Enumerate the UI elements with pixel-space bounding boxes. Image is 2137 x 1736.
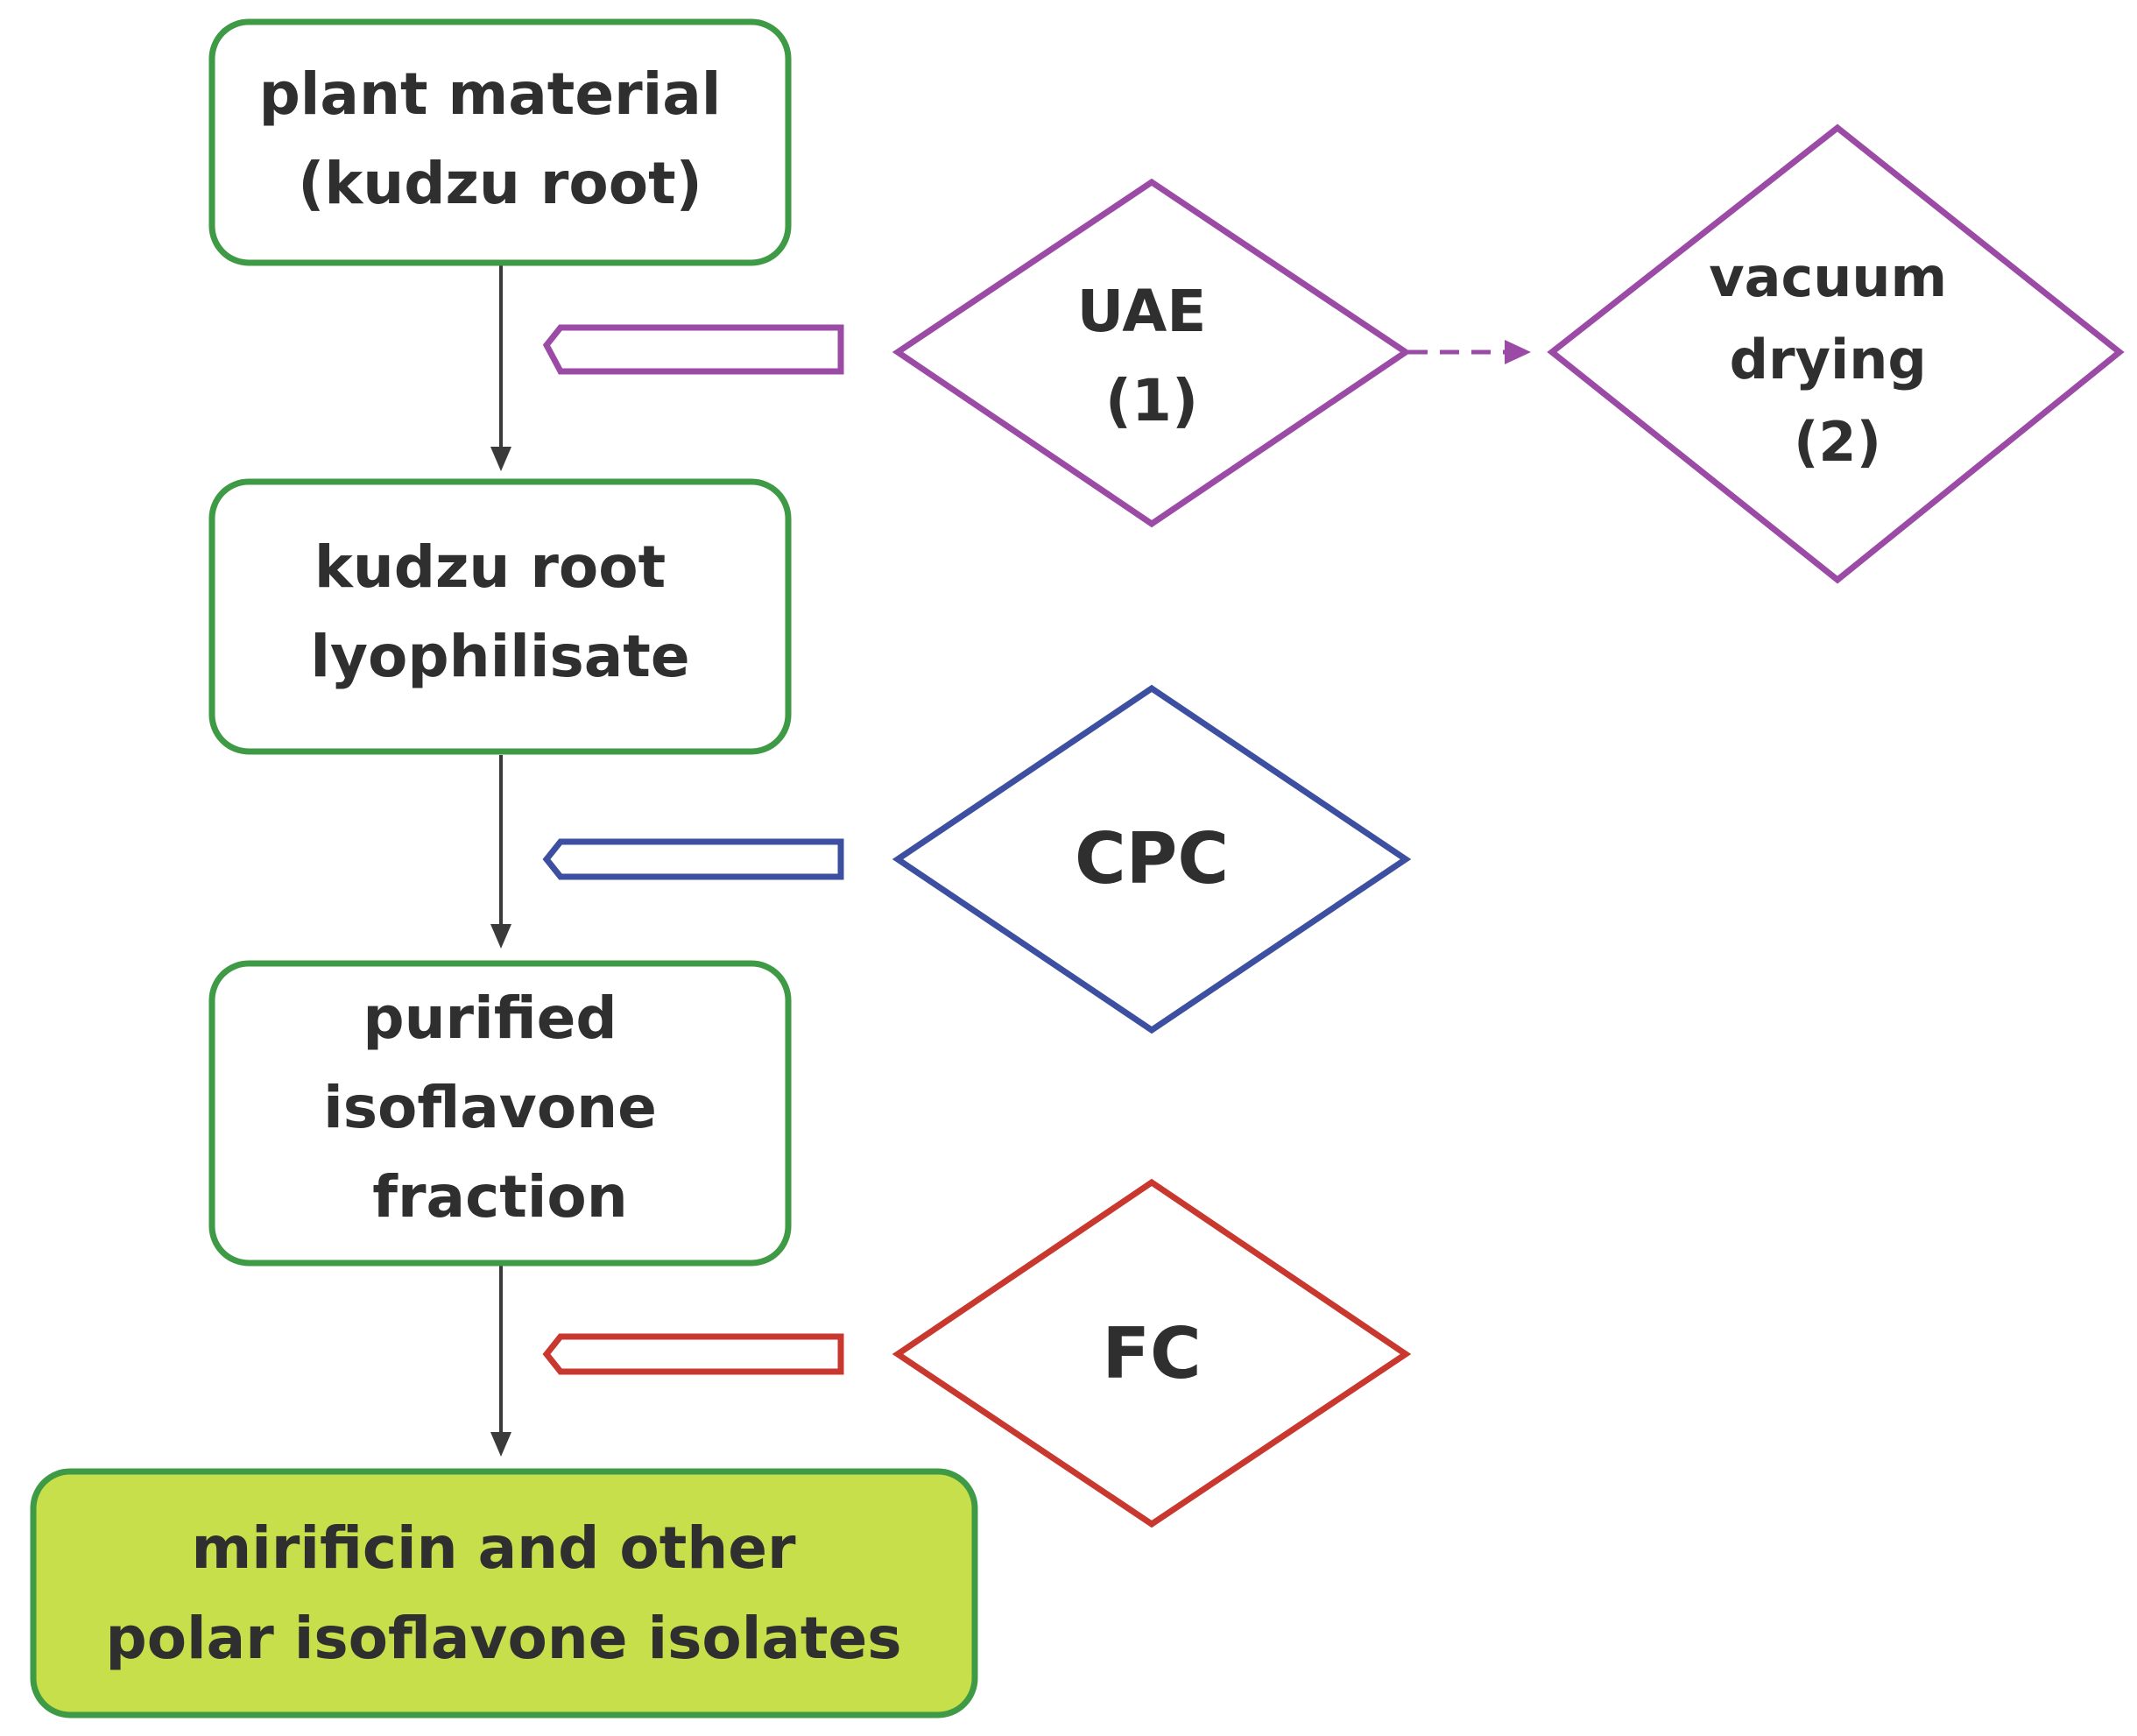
hollow-arrow-uae (542, 324, 844, 375)
step-fc: FC (542, 1178, 1412, 1528)
label-fc: FC (1102, 1313, 1201, 1394)
label-uae: UAE (1) (1077, 278, 1227, 434)
label-final-isolates: mirificin and other polar isoflavone iso… (105, 1514, 901, 1672)
box-lyophilisate (208, 478, 792, 755)
diamond-fc (892, 1178, 1412, 1528)
box-plant-material (208, 18, 792, 266)
step-uae: UAE (1) (542, 178, 1531, 528)
label-lyophilisate: kudzu root lyophilisate (310, 533, 689, 690)
box-purified-fraction (208, 960, 792, 1267)
diamond-vacuum-drying (1547, 123, 2125, 584)
label-vacuum-drying: vacuum drying (2) (1709, 245, 1965, 474)
box-final-isolates (30, 1468, 978, 1718)
arrowhead-lyophilisate-to-fraction (490, 924, 511, 949)
diamond-uae (892, 178, 1412, 528)
label-plant-material: plant material (kudzu root) (259, 60, 742, 217)
diamond-cpc (892, 684, 1412, 1034)
label-purified-fraction: purified isoflavone fraction (323, 984, 677, 1231)
step-vacuum-drying: vacuum drying (2) (1547, 123, 2125, 584)
arrowhead-plant-to-lyophilisate (490, 447, 511, 471)
main-flow-connectors (490, 263, 511, 1457)
label-cpc: CPC (1075, 818, 1229, 900)
arrowhead-uae-to-drying (1505, 340, 1531, 364)
hollow-arrow-cpc (542, 838, 844, 880)
arrowhead-fraction-to-isolates (490, 1432, 511, 1457)
step-cpc: CPC (542, 684, 1412, 1034)
hollow-arrow-fc (542, 1333, 844, 1375)
